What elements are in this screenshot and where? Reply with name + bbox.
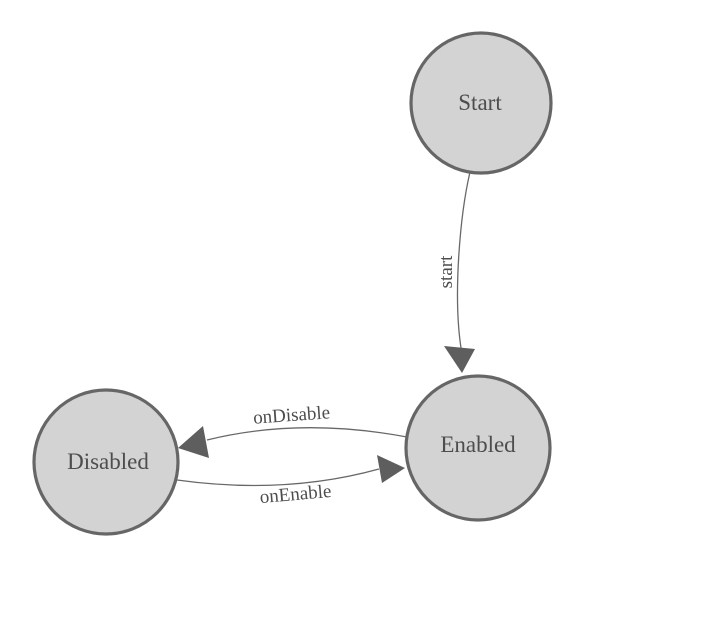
state-node-disabled[interactable]: Disabled (32, 388, 180, 536)
edge-label-ondisable: onDisable (252, 402, 330, 428)
state-node-enabled[interactable]: Enabled (404, 374, 552, 522)
state-node-label: Enabled (440, 432, 516, 457)
arrowhead-left-icon (178, 426, 209, 458)
edge-start-to-enabled: start (436, 171, 475, 373)
edge-line (456, 171, 471, 349)
edge-line (206, 427, 408, 441)
edge-enabled-to-disabled: onDisable (178, 402, 408, 458)
arrowhead-down-icon (444, 346, 475, 373)
state-circle[interactable] (404, 374, 552, 522)
edge-label-start: start (436, 255, 457, 288)
state-node-label: Start (458, 90, 502, 115)
state-circle[interactable] (32, 388, 180, 536)
edge-disabled-to-enabled: onEnable (176, 455, 405, 508)
state-node-label: Disabled (67, 449, 149, 474)
arrowhead-right-icon (377, 455, 405, 483)
state-circle[interactable] (409, 31, 553, 175)
edge-line (176, 468, 380, 487)
state-node-start[interactable]: Start (409, 31, 553, 175)
